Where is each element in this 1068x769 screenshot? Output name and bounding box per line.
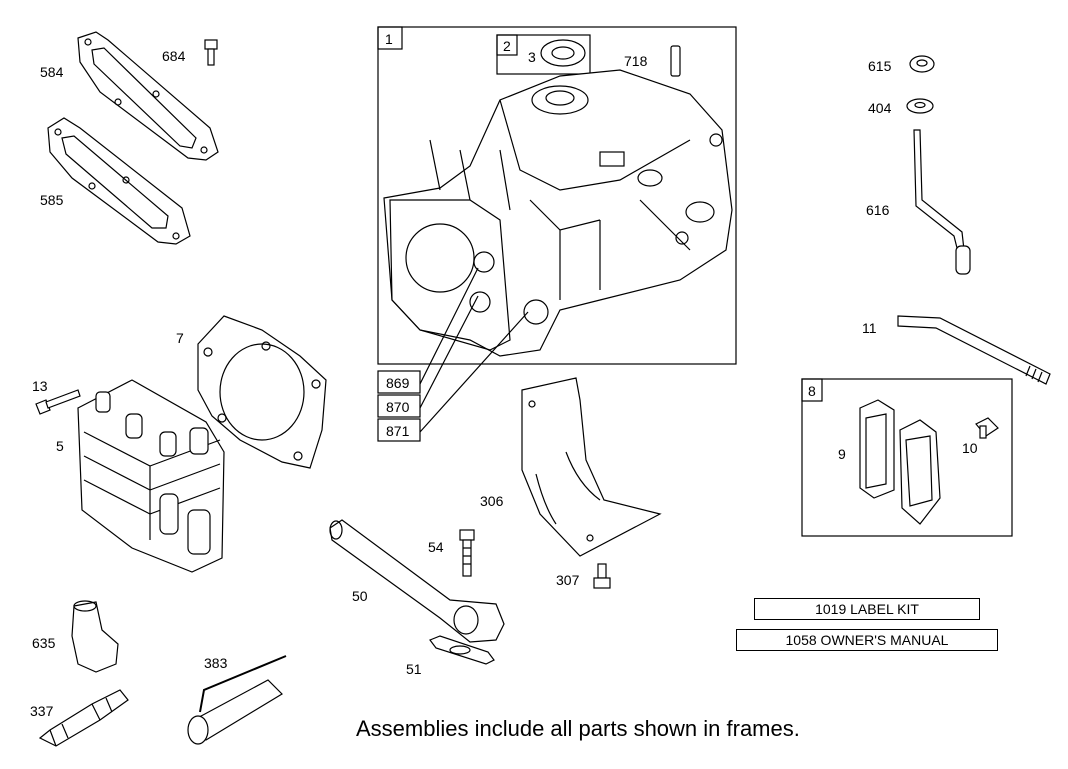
gasket-51-drawing xyxy=(429,635,495,665)
diagram-caption: Assemblies include all parts shown in fr… xyxy=(356,716,800,741)
shield-306-drawing xyxy=(521,377,662,557)
gasket-9-drawing xyxy=(859,399,895,499)
callout-11: 11 xyxy=(862,320,877,336)
callout-50: 50 xyxy=(352,588,368,604)
callout-306: 306 xyxy=(480,493,504,509)
lever-616-drawing xyxy=(913,129,971,275)
breather-tube-50-drawing xyxy=(329,519,505,643)
callout-307: 307 xyxy=(556,572,580,588)
owners-manual-box: 1058 OWNER'S MANUAL xyxy=(736,629,998,651)
label-kit-box: 1019 LABEL KIT xyxy=(754,598,980,620)
callout-10: 10 xyxy=(962,440,978,456)
callout-box-870 xyxy=(377,394,421,418)
callout-3: 3 xyxy=(528,49,536,65)
callout-337: 337 xyxy=(30,703,54,719)
callout-2: 2 xyxy=(503,38,511,54)
callout-box-1 xyxy=(377,26,403,50)
callout-13: 13 xyxy=(32,378,48,394)
gasket-584-drawing xyxy=(77,31,219,161)
nut-615-drawing xyxy=(909,55,935,73)
callout-635: 635 xyxy=(32,635,56,651)
assembly-frame-8 xyxy=(801,378,1013,537)
gasket-585-drawing xyxy=(47,117,191,245)
callout-9: 9 xyxy=(838,446,846,462)
callout-54: 54 xyxy=(428,539,444,555)
head-gasket-7-drawing xyxy=(197,315,327,469)
callout-585: 585 xyxy=(40,192,64,208)
callout-box-2 xyxy=(496,34,518,56)
callout-615: 615 xyxy=(868,58,892,74)
leader-870 xyxy=(419,295,479,409)
wrench-383-drawing xyxy=(187,655,287,745)
callout-box-871 xyxy=(377,418,421,442)
callout-7: 7 xyxy=(176,330,184,346)
assembly-frame-1 xyxy=(377,26,737,365)
callout-616: 616 xyxy=(866,202,890,218)
callout-box-8 xyxy=(801,378,823,402)
callout-584: 584 xyxy=(40,64,64,80)
pin-718-drawing xyxy=(670,45,681,77)
callout-51: 51 xyxy=(406,661,422,677)
cylinder-head-5-drawing xyxy=(77,379,225,573)
callout-871: 871 xyxy=(386,423,410,439)
leader-871 xyxy=(419,311,529,433)
callout-870: 870 xyxy=(386,399,410,415)
bolt-54-drawing xyxy=(459,529,475,577)
callout-8: 8 xyxy=(808,383,816,399)
callout-box-869 xyxy=(377,370,421,394)
bolt-684-drawing xyxy=(204,39,218,66)
crankcase-drawing xyxy=(383,69,733,357)
leader-869 xyxy=(419,267,479,385)
callout-5: 5 xyxy=(56,438,64,454)
callout-718: 718 xyxy=(624,53,648,69)
seal-3-drawing xyxy=(540,39,586,67)
screw-10-drawing xyxy=(975,417,999,439)
washer-404-drawing xyxy=(906,98,934,114)
callout-684: 684 xyxy=(162,48,186,64)
boot-635-drawing xyxy=(71,600,119,673)
callout-1: 1 xyxy=(385,31,393,47)
callout-383: 383 xyxy=(204,655,228,671)
bolt-307-drawing xyxy=(593,563,611,589)
callout-404: 404 xyxy=(868,100,892,116)
bolt-13-drawing xyxy=(35,389,81,415)
spark-plug-337-drawing xyxy=(38,689,129,747)
cover-plate-drawing xyxy=(899,419,941,525)
rod-11-drawing xyxy=(897,315,1051,385)
callout-869: 869 xyxy=(386,375,410,391)
